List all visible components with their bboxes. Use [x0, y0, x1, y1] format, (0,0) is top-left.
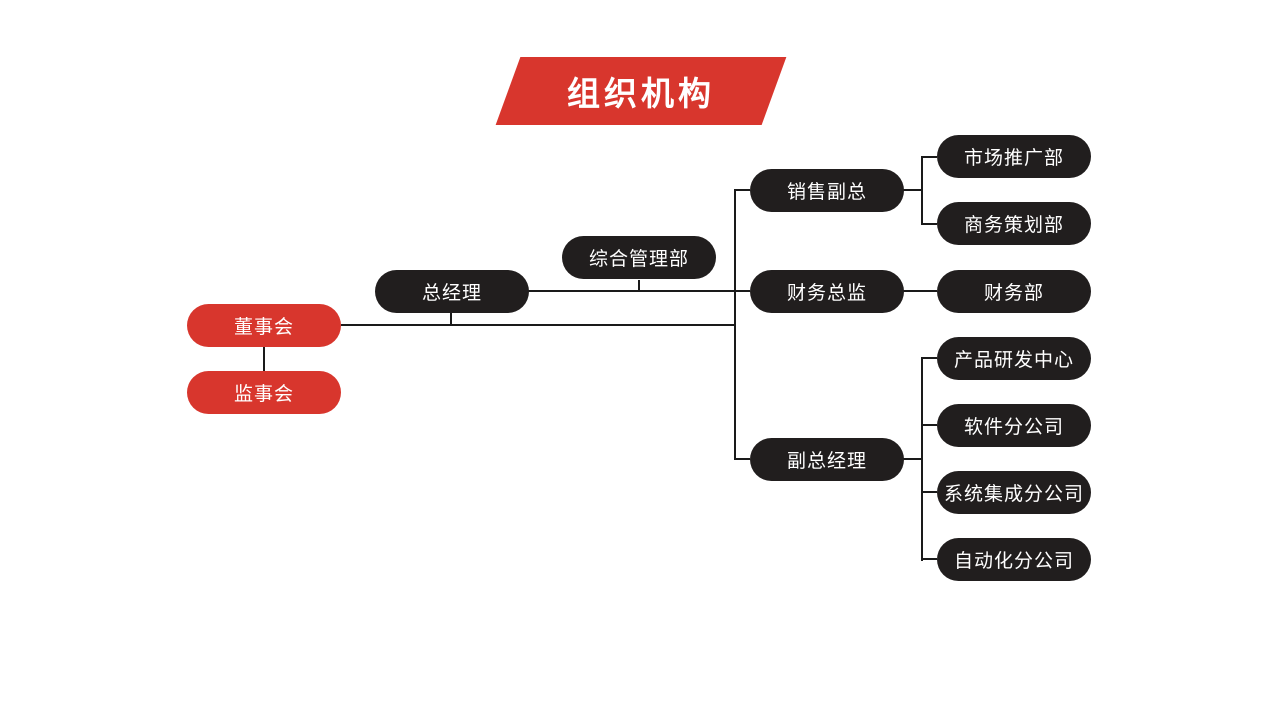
org-node-label: 系统集成分公司: [943, 484, 1084, 505]
connector-sales-vp-out: [903, 189, 923, 191]
connector-board-to-trunk: [341, 324, 735, 326]
org-node-label: 财务总监: [786, 283, 867, 304]
org-node-label: 综合管理部: [588, 249, 689, 270]
org-node-software-branch: 软件分公司: [937, 404, 1091, 447]
org-node-marketing-promotion-dept: 市场推广部: [937, 135, 1091, 178]
org-node-general-management-dept: 综合管理部: [562, 236, 716, 279]
connector-general-management-drop: [638, 280, 640, 292]
connector-general-manager-drop: [450, 312, 452, 326]
connector-finance-director-to-finance-dept: [903, 290, 937, 292]
org-node-label: 商务策划部: [963, 215, 1064, 236]
org-node-product-rd-center: 产品研发中心: [937, 337, 1091, 380]
org-node-board-of-directors: 董事会: [187, 304, 341, 347]
org-node-label: 副总经理: [786, 451, 867, 472]
org-node-label: 软件分公司: [963, 417, 1064, 438]
org-node-finance-director: 财务总监: [750, 270, 904, 313]
org-node-label: 销售副总: [786, 182, 867, 203]
connector-to-product-rd: [921, 357, 937, 359]
connector-trunk-to-sales-vp: [735, 189, 750, 191]
org-node-label: 总经理: [421, 283, 482, 304]
connector-to-automation: [921, 558, 937, 560]
org-node-business-planning-dept: 商务策划部: [937, 202, 1091, 245]
connector-deputy-gm-out: [903, 458, 923, 460]
connector-sales-branch-trunk: [921, 156, 923, 225]
connector-trunk-to-deputy-gm: [735, 458, 750, 460]
org-node-label: 自动化分公司: [953, 551, 1074, 572]
org-node-deputy-general-manager: 副总经理: [750, 438, 904, 481]
page-title: 组织机构: [567, 75, 715, 112]
org-node-sales-vp: 销售副总: [750, 169, 904, 212]
org-node-supervisory-board: 监事会: [187, 371, 341, 414]
connector-general-manager-to-finance-director: [528, 290, 750, 292]
connector-to-system-integration: [921, 491, 937, 493]
title-banner: 组织机构: [495, 57, 787, 125]
org-node-label: 监事会: [233, 384, 294, 405]
org-node-system-integration-branch: 系统集成分公司: [937, 471, 1091, 514]
connector-main-trunk: [734, 189, 736, 460]
org-node-finance-dept: 财务部: [937, 270, 1091, 313]
org-node-label: 市场推广部: [963, 148, 1064, 169]
org-node-label: 董事会: [233, 317, 294, 338]
connector-to-software-branch: [921, 424, 937, 426]
org-node-label: 产品研发中心: [953, 350, 1074, 371]
connector-board-to-supervisory: [263, 347, 265, 371]
connector-deputy-branch-trunk: [921, 357, 923, 561]
org-node-automation-branch: 自动化分公司: [937, 538, 1091, 581]
org-node-label: 财务部: [983, 283, 1044, 304]
connector-to-business-planning: [921, 223, 937, 225]
connector-to-marketing-promotion: [921, 156, 937, 158]
org-node-general-manager: 总经理: [375, 270, 529, 313]
